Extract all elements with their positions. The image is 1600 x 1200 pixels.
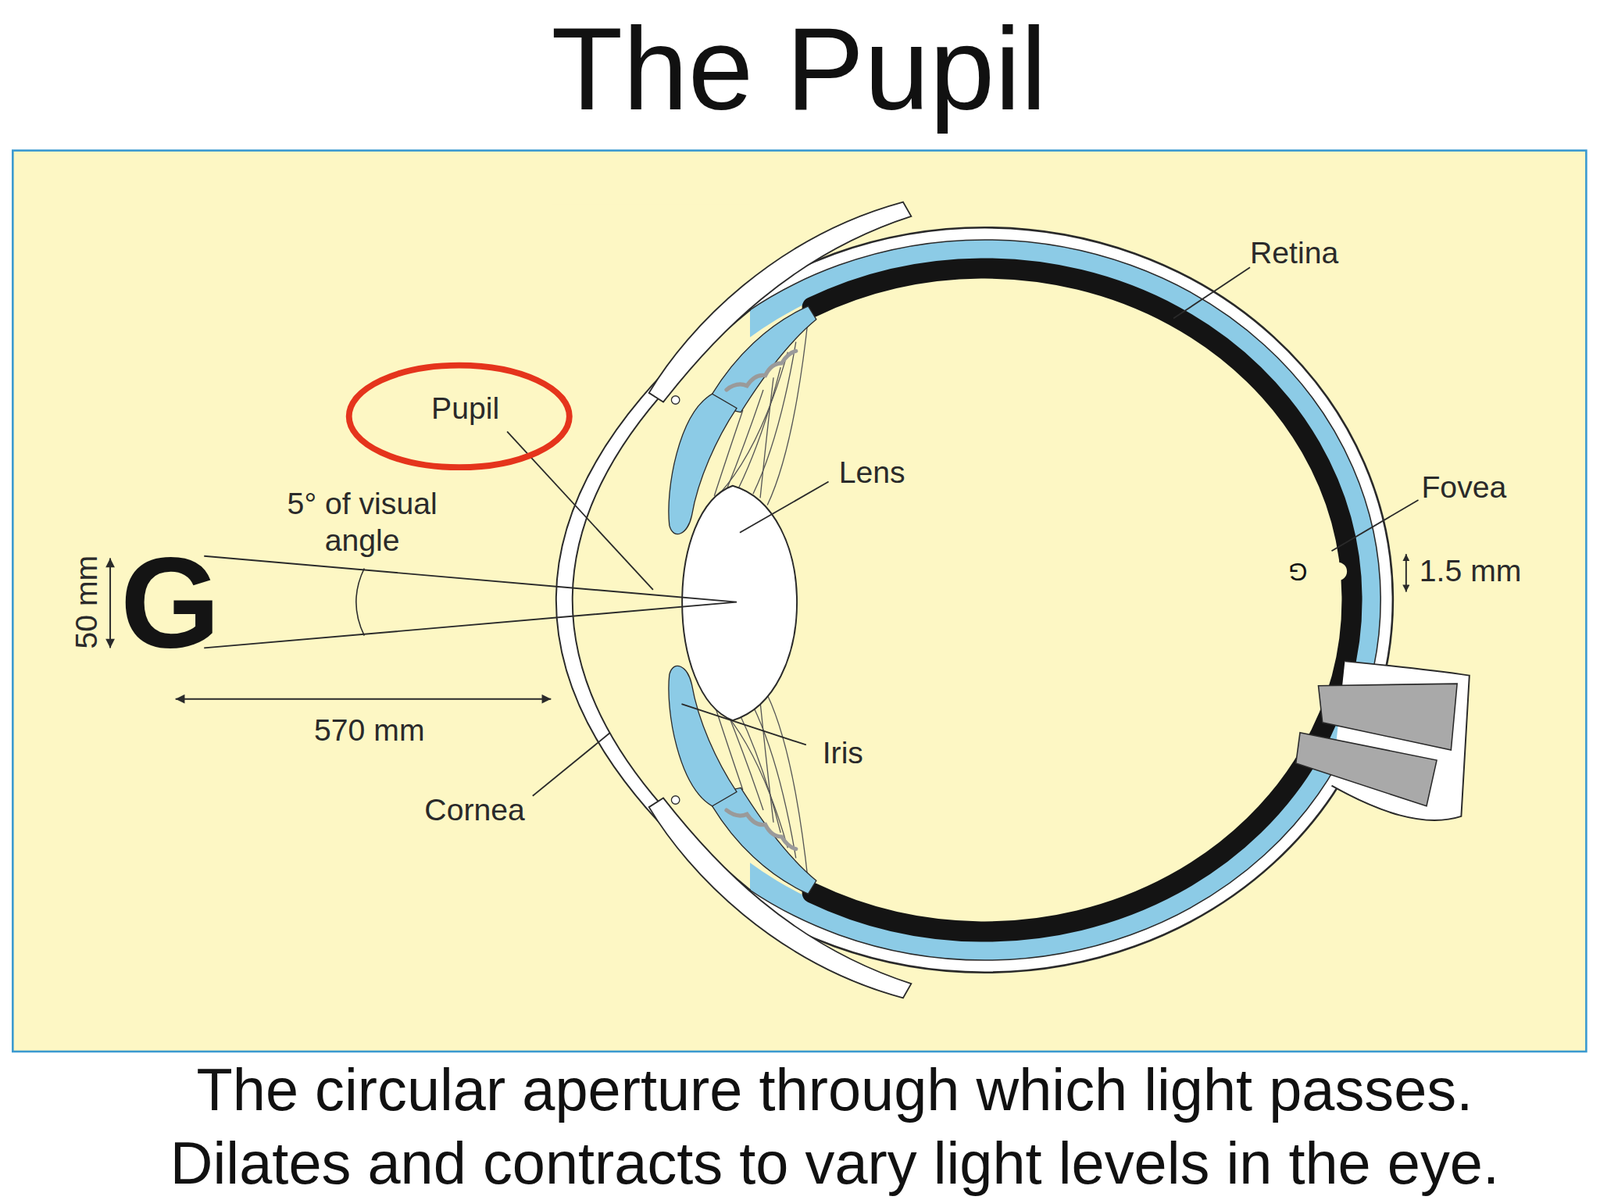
leader-lines <box>507 267 1418 797</box>
dimension-label: 570 mm <box>267 712 472 750</box>
dimension-label: 50 mm <box>71 555 102 650</box>
leader-line <box>739 481 829 533</box>
callout-ring <box>349 365 570 468</box>
ciliary-folds <box>726 350 797 390</box>
visual-angle-lines <box>203 556 737 649</box>
part-label: Iris <box>822 734 864 772</box>
fovea-pit <box>1328 562 1348 582</box>
diagram-panel <box>12 150 1586 1052</box>
zonule-fiber <box>760 377 774 498</box>
anterior-structures-mirror <box>649 665 912 998</box>
lens-shape <box>682 485 797 721</box>
optic-nerve <box>1296 660 1470 821</box>
retina-layer <box>812 268 1353 933</box>
part-label: Lens <box>839 453 906 491</box>
ciliary-body <box>712 306 817 413</box>
nerve-bundle <box>1296 732 1437 807</box>
dimension-arrow <box>1405 553 1408 592</box>
dimension-arrow <box>109 557 111 648</box>
leader-line <box>1173 267 1250 318</box>
retinal-image-letter: G <box>1288 559 1308 584</box>
stimulus-letter: G <box>120 539 221 668</box>
callout-ellipse: Pupil <box>346 362 573 471</box>
angle-label: 5° of visual angle <box>265 485 460 560</box>
visual-angle-arc <box>356 568 365 636</box>
leader-line <box>532 732 611 797</box>
anterior-structures <box>649 202 912 535</box>
slide-title: The Pupil <box>0 10 1598 128</box>
leader-line <box>681 703 806 745</box>
conjunctiva <box>649 202 912 403</box>
part-label: Cornea <box>424 792 525 829</box>
dimension-label: 1.5 mm <box>1419 553 1522 590</box>
schlemm-canal <box>671 396 679 404</box>
part-label: Fovea <box>1421 469 1507 507</box>
leader-line <box>1331 500 1418 551</box>
slide-caption: The circular aperture through which ligh… <box>120 1053 1550 1200</box>
part-label: Retina <box>1250 234 1339 272</box>
node-label: Pupil <box>431 389 500 427</box>
dimension-arrow <box>175 698 552 700</box>
